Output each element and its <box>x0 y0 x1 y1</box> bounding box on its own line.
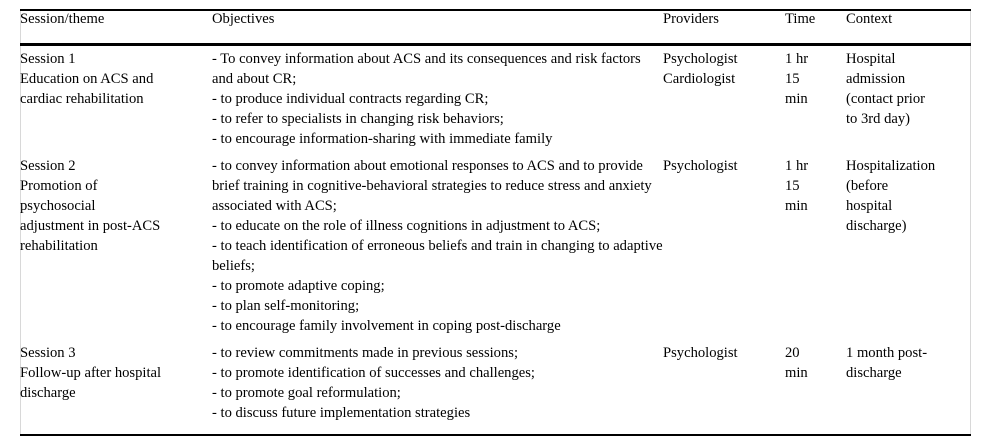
objective-item: - to refer to specialists in changing ri… <box>212 111 504 127</box>
context-line: discharge <box>846 365 902 381</box>
session-line: Session 2 <box>20 158 76 174</box>
time-line: min <box>785 365 808 381</box>
session-line: rehabilitation <box>20 238 98 254</box>
session-line: adjustment in post-ACS <box>20 218 161 234</box>
provider-line: Cardiologist <box>663 71 736 87</box>
provider-line: Psychologist <box>663 345 738 361</box>
time-line: 15 <box>785 71 800 87</box>
cell-providers: Psychologist <box>663 336 785 423</box>
objective-item: - to promote adaptive coping; <box>212 278 385 294</box>
page-frame-left-line <box>20 9 21 436</box>
column-header-objectives: Objectives <box>212 11 275 27</box>
cell-time: 1 hr 15 min <box>785 149 846 336</box>
objective-item: - to promote goal reformulation; <box>212 385 401 401</box>
objective-item: - to review commitments made in previous… <box>212 345 519 361</box>
session-line: Session 3 <box>20 345 76 361</box>
table-row: Session 1 Education on ACS and cardiac r… <box>20 43 971 149</box>
context-line: (contact prior <box>846 91 926 107</box>
column-header-time: Time <box>785 11 816 27</box>
context-line: hospital <box>846 198 893 214</box>
objective-item: - to teach identification of erroneous b… <box>212 238 663 274</box>
time-line: 1 hr <box>785 158 809 174</box>
context-line: admission <box>846 71 906 87</box>
provider-line: Psychologist <box>663 51 738 67</box>
objective-item: - to convey information about emotional … <box>212 158 652 214</box>
table-header-row: Session/theme Objectives Providers Time … <box>20 9 971 43</box>
objective-item: - to educate on the role of illness cogn… <box>212 218 601 234</box>
table-row: Session 2 Promotion of psychosocial adju… <box>20 149 971 336</box>
time-line: 1 hr <box>785 51 809 67</box>
cell-time: 20 min <box>785 336 846 423</box>
column-header-context: Context <box>846 11 893 27</box>
objective-item: - To convey information about ACS and it… <box>212 51 641 87</box>
objective-item: - to promote identification of successes… <box>212 365 535 381</box>
session-line: Promotion of <box>20 178 98 194</box>
objective-item: - to plan self-monitoring; <box>212 298 360 314</box>
table-body: Session 1 Education on ACS and cardiac r… <box>20 43 971 423</box>
table-bottom-rule <box>20 434 971 436</box>
cell-session: Session 2 Promotion of psychosocial adju… <box>20 149 212 336</box>
time-line: min <box>785 91 808 107</box>
context-line: Hospitalization <box>846 158 936 174</box>
cell-objectives: - To convey information about ACS and it… <box>212 43 663 149</box>
objective-item: - to encourage information-sharing with … <box>212 131 553 147</box>
cell-time: 1 hr 15 min <box>785 43 846 149</box>
cell-context: Hospital admission (contact prior to 3rd… <box>846 43 971 149</box>
objective-item: - to produce individual contracts regard… <box>212 91 489 107</box>
cell-providers: Psychologist <box>663 149 785 336</box>
cell-context: Hospitalization (before hospital dischar… <box>846 149 971 336</box>
session-line: Session 1 <box>20 51 76 67</box>
table-top-rule <box>20 9 971 11</box>
table-header: Session/theme Objectives Providers Time … <box>20 9 971 43</box>
time-line: 15 <box>785 178 800 194</box>
cell-context: 1 month post- discharge <box>846 336 971 423</box>
page-frame-right-line <box>970 9 971 436</box>
session-line: Follow-up after hospital <box>20 365 162 381</box>
table-header-rule <box>20 43 971 46</box>
objective-item: - to encourage family involvement in cop… <box>212 318 561 334</box>
cell-objectives: - to convey information about emotional … <box>212 149 663 336</box>
session-line: Education on ACS and <box>20 71 154 87</box>
cell-session: Session 1 Education on ACS and cardiac r… <box>20 43 212 149</box>
cell-objectives: - to review commitments made in previous… <box>212 336 663 423</box>
time-line: 20 <box>785 345 800 361</box>
context-line: to 3rd day) <box>846 111 911 127</box>
column-header-providers: Providers <box>663 11 719 27</box>
context-line: discharge) <box>846 218 907 234</box>
cell-session: Session 3 Follow-up after hospital disch… <box>20 336 212 423</box>
context-line: 1 month post- <box>846 345 928 361</box>
context-line: (before <box>846 178 889 194</box>
table-row: Session 3 Follow-up after hospital disch… <box>20 336 971 423</box>
session-line: psychosocial <box>20 198 96 214</box>
session-line: discharge <box>20 385 76 401</box>
provider-line: Psychologist <box>663 158 738 174</box>
session-line: cardiac rehabilitation <box>20 91 144 107</box>
time-line: min <box>785 198 808 214</box>
intervention-sessions-table: Session/theme Objectives Providers Time … <box>20 9 971 423</box>
context-line: Hospital <box>846 51 896 67</box>
column-header-session: Session/theme <box>20 11 105 27</box>
objective-item: - to discuss future implementation strat… <box>212 405 471 421</box>
cell-providers: Psychologist Cardiologist <box>663 43 785 149</box>
